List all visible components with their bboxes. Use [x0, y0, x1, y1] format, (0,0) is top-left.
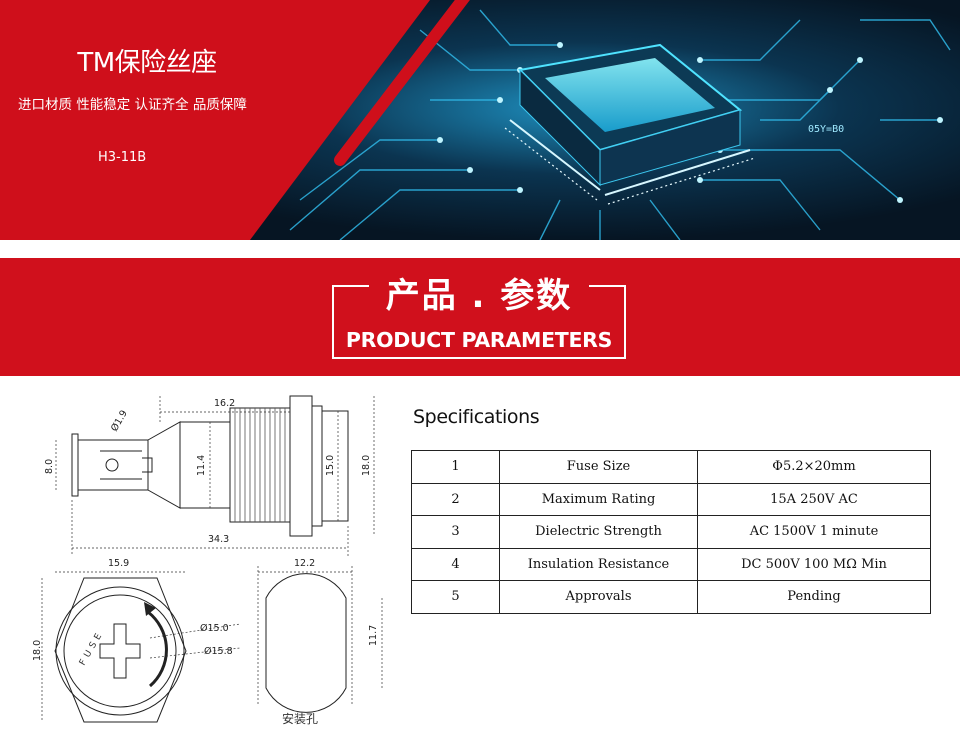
mounting-hole-label: 安装孔	[282, 712, 319, 726]
spec-name: Fuse Size	[499, 450, 698, 484]
circuit-board-illustration: 05Y=B0	[0, 0, 960, 240]
specifications-table: 1 Fuse Size Φ5.2×20mm 2 Maximum Rating 1…	[411, 450, 931, 614]
dim-cutout-height: 11.7	[368, 625, 379, 646]
dim-cap-diameter: Ø15.0	[200, 623, 229, 634]
table-row: 1 Fuse Size Φ5.2×20mm	[411, 450, 931, 484]
spec-value: AC 1500V 1 minute	[697, 515, 931, 549]
chip-graphic	[504, 43, 756, 205]
cap-fuse-text: FUSE	[78, 629, 106, 668]
thread-lines	[234, 408, 286, 522]
row-number: 3	[411, 515, 500, 549]
dim-len-total: 34.3	[208, 534, 229, 545]
spec-value: 15A 250V AC	[697, 482, 931, 516]
section-title-cn: 产品 . 参数	[385, 276, 573, 316]
dim-height-flange: 18.0	[361, 455, 372, 476]
row-number: 1	[411, 450, 500, 484]
dim-hex-height: 18.0	[32, 640, 43, 661]
hero-banner: 05Y=B0 TM保险丝座 进口材质 性能稳定 认证齐全 品质保障 H3-11B	[0, 0, 960, 240]
product-tagline: 进口材质 性能稳定 认证齐全 品质保障	[18, 97, 247, 113]
dim-lead-diameter: Ø1.9	[109, 408, 130, 433]
row-number: 4	[411, 547, 500, 581]
red-accent-stripe	[334, 0, 470, 166]
dim-hex-width: 15.9	[108, 558, 129, 569]
spec-value: Φ5.2×20mm	[697, 450, 931, 484]
side-view	[71, 395, 349, 537]
chip-marking: 05Y=B0	[808, 124, 844, 135]
section-title-en: PRODUCT PARAMETERS	[345, 328, 613, 352]
row-number: 2	[411, 482, 500, 516]
table-row: 3 Dielectric Strength AC 1500V 1 minute	[411, 515, 931, 549]
dim-height-thread: 11.4	[196, 455, 207, 476]
table-row: 2 Maximum Rating 15A 250V AC	[411, 482, 931, 516]
spec-value: DC 500V 100 MΩ Min	[697, 547, 931, 581]
spec-name: Approvals	[499, 580, 698, 614]
dim-cutout-width: 12.2	[294, 558, 315, 569]
front-view	[54, 577, 187, 723]
red-banner-panel	[0, 0, 430, 240]
technical-drawing: 16.2 34.3 Ø1.9 8.0 11.4 15.0 18.0 FUSE 1…	[32, 395, 383, 723]
mounting-hole-view	[265, 573, 347, 713]
product-title: TM保险丝座	[77, 48, 217, 78]
dim-height-nut: 15.0	[325, 455, 336, 476]
dim-len-body: 16.2	[214, 398, 235, 409]
spec-name: Maximum Rating	[499, 482, 698, 516]
dim-height-left: 8.0	[44, 459, 55, 474]
table-row: 4 Insulation Resistance DC 500V 100 MΩ M…	[411, 547, 931, 581]
spec-name: Insulation Resistance	[499, 547, 698, 581]
dim-hole-diameter: Ø15.8	[204, 646, 233, 657]
section-header-band: 产品 . 参数 PRODUCT PARAMETERS	[0, 258, 960, 376]
specifications-title: Specifications	[413, 406, 540, 428]
table-row: 5 Approvals Pending	[411, 580, 931, 614]
model-number: H3-11B	[98, 150, 147, 165]
spec-value: Pending	[697, 580, 931, 614]
header-frame	[332, 285, 626, 359]
row-number: 5	[411, 580, 500, 614]
spec-name: Dielectric Strength	[499, 515, 698, 549]
